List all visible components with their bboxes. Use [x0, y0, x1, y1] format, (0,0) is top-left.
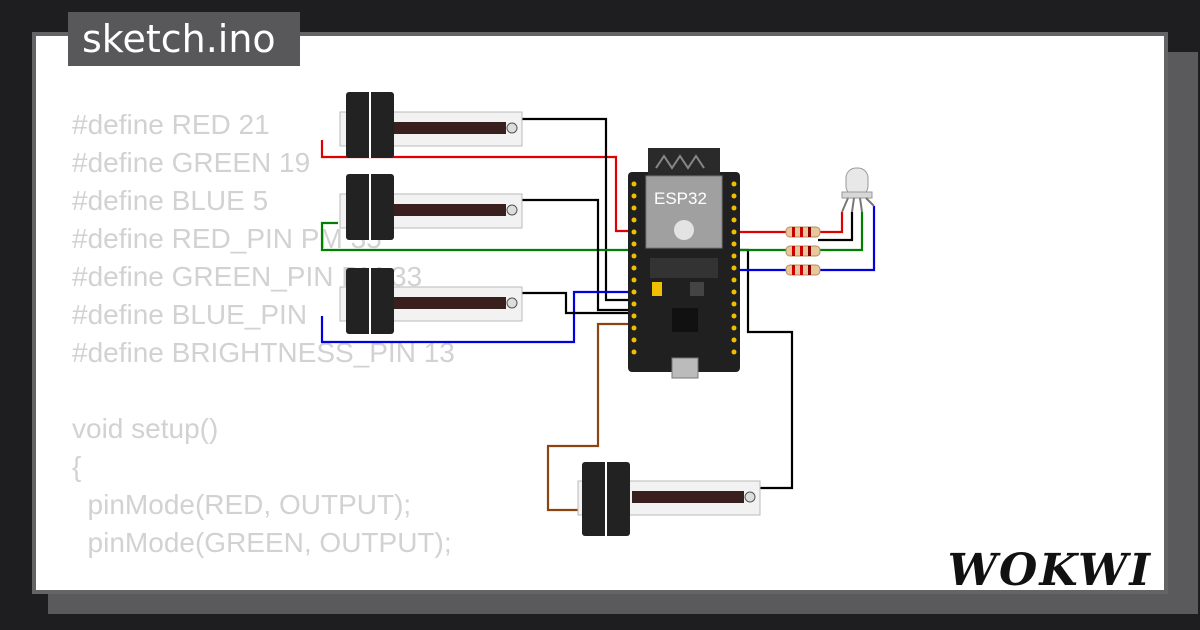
wire-black-pot2 — [520, 198, 640, 312]
wire-black-pot4 — [734, 248, 794, 490]
code-line-9: void setup() — [72, 413, 219, 444]
code-line-6: #define BLUE_PIN — [72, 299, 308, 330]
wire-black-pot3 — [520, 291, 640, 315]
esp32-board[interactable]: ESP32 — [628, 148, 740, 379]
wire-black-led — [818, 212, 854, 242]
wire-green-led-r — [818, 212, 864, 252]
code-line-12: pinMode(GREEN, OUTPUT); — [72, 527, 452, 558]
code-line-11: pinMode(RED, OUTPUT); — [72, 489, 412, 520]
code-line-5: #define GREEN_PIN PM 33 — [72, 261, 423, 292]
wire-black-pot1 — [520, 117, 640, 302]
code-line-10: { — [72, 451, 82, 482]
slide-potentiometer-2[interactable] — [339, 174, 523, 240]
code-line-3: #define BLUE 5 — [72, 185, 269, 216]
wire-brown-pot4 — [546, 322, 640, 512]
rgb-led[interactable] — [841, 167, 875, 213]
code-line-2: #define GREEN 19 — [72, 147, 311, 178]
resistor-3[interactable] — [785, 264, 821, 276]
wire-green-pot2 — [320, 221, 640, 252]
file-tab-title: sketch.ino — [68, 12, 300, 66]
resistor-2[interactable] — [785, 245, 821, 257]
slide-potentiometer-4[interactable] — [577, 462, 761, 536]
esp32-label: ESP32 — [654, 189, 707, 208]
slide-potentiometer-3[interactable] — [339, 268, 523, 334]
code-line-1: #define RED 21 — [72, 109, 270, 140]
slide-potentiometer-1[interactable] — [339, 92, 523, 158]
wokwi-logo: WOKWI — [947, 545, 1152, 596]
code-preview: #define RED 21 #define GREEN 19 #define … — [72, 106, 455, 562]
wire-red-led-r — [818, 212, 844, 234]
resistor-1[interactable] — [785, 226, 821, 238]
wire-blue-pot3 — [320, 290, 640, 344]
wires — [320, 117, 876, 512]
wire-blue-led-r — [818, 206, 876, 272]
header-pins — [631, 181, 737, 355]
wire-red-pot1 — [320, 140, 640, 233]
